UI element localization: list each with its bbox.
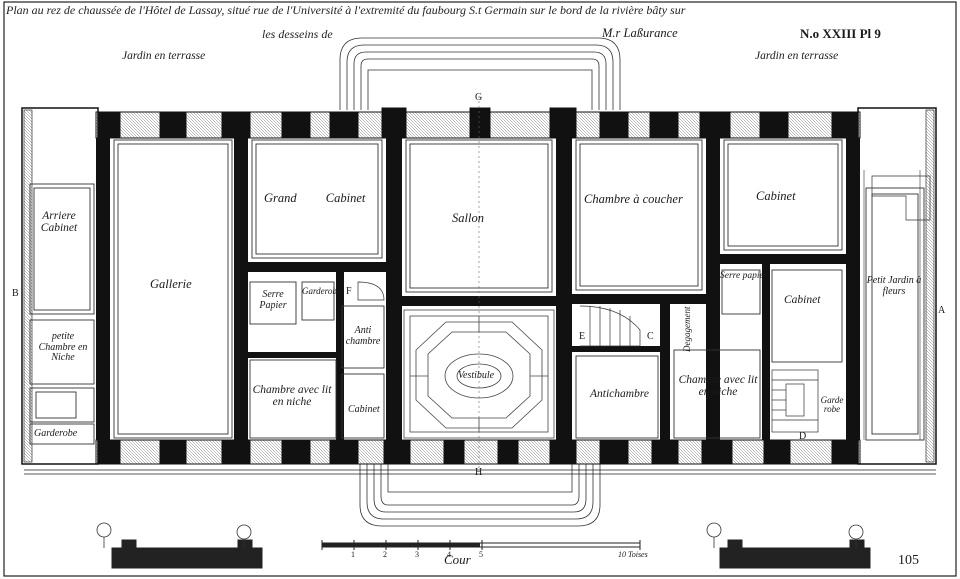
room-garderobe-mid: Garderobe xyxy=(302,286,341,296)
room-garderobe-right: Garde robe xyxy=(820,395,844,415)
page-number: 105 xyxy=(898,553,919,568)
left-wing-wall xyxy=(21,107,99,465)
building-walls xyxy=(95,107,861,465)
courtyard-gates xyxy=(111,539,871,569)
letter-f: F xyxy=(346,286,352,297)
room-antichambre-mid: Anti chambre xyxy=(345,325,381,347)
scale-tick-4: 4 xyxy=(447,550,451,559)
room-chambre-a-coucher: Chambre à coucher xyxy=(584,192,683,206)
room-gallerie: Gallerie xyxy=(150,277,192,291)
letter-a: A xyxy=(938,305,946,316)
courtyard-label: Cour xyxy=(444,552,471,567)
scale-tick-2: 2 xyxy=(383,550,387,559)
room-arriere-cabinet: Arriere Cabinet xyxy=(40,210,78,235)
courtyard-steps xyxy=(359,462,601,527)
room-petit-jardin: Petit Jardin à fleurs xyxy=(866,275,922,297)
plate-number: N.o XXIII Pl 9 xyxy=(800,26,881,41)
architect-name: M.r Laßurance xyxy=(602,26,678,40)
room-serre-papier-right: Serre papier xyxy=(720,271,768,281)
letter-b: B xyxy=(12,288,19,299)
room-garderobe-left: Garderobe xyxy=(34,428,78,439)
room-sallon: Sallon xyxy=(452,211,484,225)
letter-g: G xyxy=(475,92,483,103)
right-garden xyxy=(863,170,921,440)
scale-tick-1: 1 xyxy=(351,550,355,559)
room-chambre-alcove-right: Chambre avec lit en niche xyxy=(678,374,758,399)
room-outlines xyxy=(29,139,925,445)
room-petite-chambre: petite Chambre en Niche xyxy=(38,331,88,363)
room-chambre-alcove-left: Chambre avec lit en niche xyxy=(252,384,332,409)
room-cabinet-right-2: Cabinet xyxy=(784,294,821,306)
scale-end-label: 10 Toises xyxy=(618,550,648,559)
outer-frame xyxy=(3,1,957,577)
room-cabinet-small: Cabinet xyxy=(348,404,380,415)
room-degagement: Degagement xyxy=(682,306,692,352)
room-antichambre-right: Antichambre xyxy=(590,388,649,400)
garden-label-right: Jardin en terrasse xyxy=(755,50,839,62)
garden-label-left: Jardin en terrasse xyxy=(122,50,206,62)
room-serre-papier-left: Serre Papier xyxy=(259,289,287,311)
trees xyxy=(96,522,864,548)
room-cabinet-right: Cabinet xyxy=(756,189,796,203)
plate-title: Plan au rez de chaussée de l'Hôtel de La… xyxy=(6,3,686,17)
letter-e: E xyxy=(579,331,586,342)
letter-h: H xyxy=(475,467,483,478)
scale-bar xyxy=(321,540,641,550)
scale-tick-5: 5 xyxy=(479,550,483,559)
letter-d: D xyxy=(799,431,807,442)
garden-steps xyxy=(339,37,621,110)
room-vestibule: Vestibule xyxy=(458,370,495,381)
room-grand-cabinet: Grand Cabinet xyxy=(264,191,366,205)
staircases xyxy=(357,175,931,433)
plate-title-line2a: les desseins de xyxy=(262,27,333,41)
scale-tick-3: 3 xyxy=(415,550,419,559)
letter-c: C xyxy=(647,331,654,342)
